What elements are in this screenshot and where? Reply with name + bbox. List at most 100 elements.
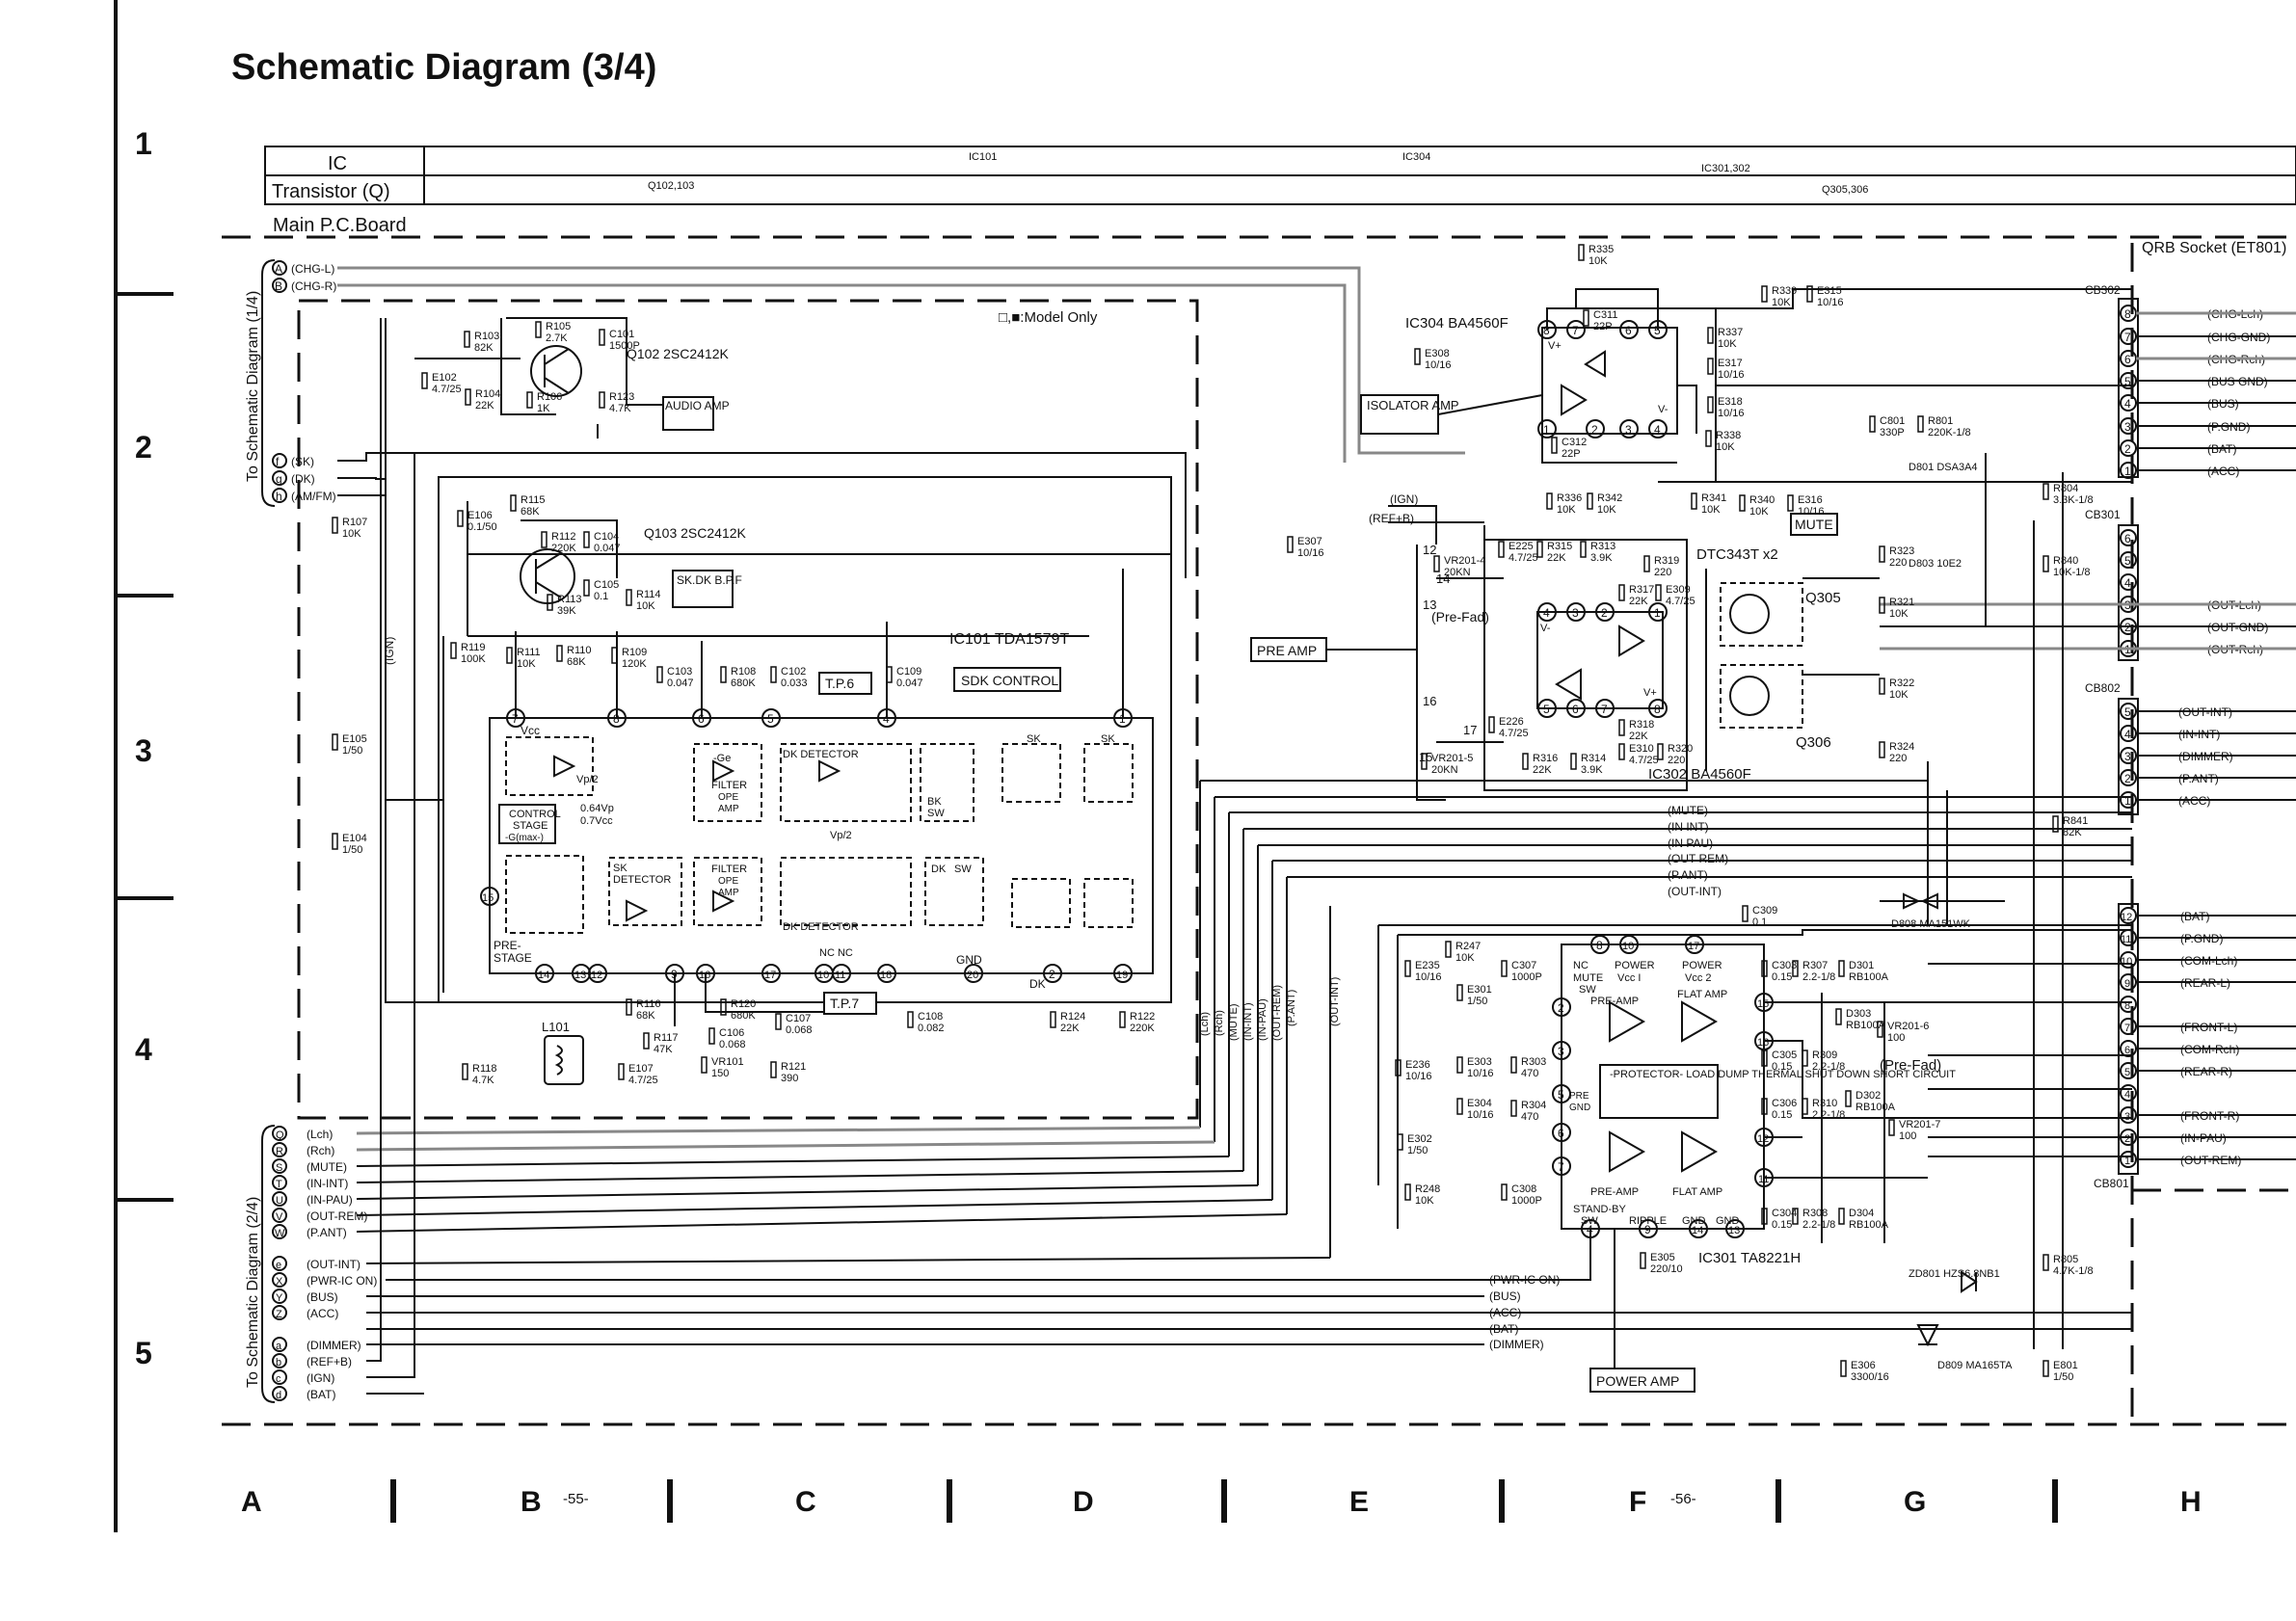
pin-X[interactable]: X(PWR-IC ON) (272, 1272, 377, 1288)
pin-B-label: (CHG-R) (291, 279, 336, 293)
svg-text:7: 7 (1572, 324, 1579, 337)
col-letter-h: H (2180, 1486, 2202, 1518)
cb302-pin-3-id: 3 (2124, 420, 2131, 434)
component-glyph-e316 (1787, 494, 1794, 512)
component-glyph-e235 (1404, 960, 1411, 977)
pin-f[interactable]: f(SK) (272, 453, 314, 468)
vbus-in-int: (IN-INT) (1242, 1002, 1254, 1041)
pin-V[interactable]: V(OUT-REM) (272, 1208, 367, 1223)
cb801-pin-12-id: 12 (2121, 912, 2132, 923)
component-glyph-r303 (1510, 1056, 1517, 1074)
component-glyph-c107 (775, 1013, 782, 1030)
pin-X-id: X (276, 1276, 283, 1288)
pin-A[interactable]: A(CHG-L) (272, 260, 334, 276)
svg-text:Vcc I: Vcc I (1617, 972, 1641, 984)
component-glyph-r840 (2042, 555, 2049, 572)
svg-text:4: 4 (1654, 423, 1661, 437)
pin-T[interactable]: T(IN-INT) (272, 1175, 348, 1190)
pin-V-id: V (276, 1211, 283, 1223)
board-outline (222, 235, 2296, 1426)
pin-b[interactable]: b(REF+B) (272, 1353, 352, 1369)
vbus-mute: (MUTE) (1228, 1004, 1240, 1042)
cb801-pin-4[interactable]: 4 (2120, 1084, 2137, 1102)
pin-d-label: (BAT) (307, 1388, 335, 1401)
cb801-pin-11-id: 11 (2121, 934, 2131, 945)
component-glyph-e225 (1498, 541, 1505, 558)
svg-text:Vcc 2: Vcc 2 (1685, 972, 1712, 984)
lbus-bus: (BUS) (1489, 1289, 1521, 1303)
pin-a[interactable]: a(DIMMER) (272, 1337, 361, 1352)
pin-Q[interactable]: Q(Lch) (272, 1126, 333, 1141)
component-glyph-r323 (1879, 545, 1885, 563)
mute-label: MUTE (1795, 517, 1833, 532)
board-label: Main P.C.Board (273, 215, 407, 236)
socket-label: QRB Socket (ET801) (2142, 240, 2286, 256)
pin-S-label: (MUTE) (307, 1160, 347, 1174)
svg-text:17: 17 (1688, 941, 1699, 952)
cb301-pin-5[interactable]: 5 (2120, 551, 2137, 569)
component-glyph-r324 (1879, 741, 1885, 758)
component-glyph-r316 (1522, 753, 1529, 770)
cb301-pin-6[interactable]: 6 (2120, 529, 2137, 546)
pin-B[interactable]: B(CHG-R) (272, 278, 336, 293)
pin-S[interactable]: S(MUTE) (272, 1158, 347, 1174)
pin-W[interactable]: W(P.ANT) (272, 1224, 347, 1239)
q103-section: SK.DK B.P.F (467, 501, 742, 636)
pin-c[interactable]: c(IGN) (272, 1369, 334, 1385)
cb801-pin-8[interactable]: 8 (2120, 996, 2137, 1013)
vertical-bus: (Lch) (Rch) (MUTE) (IN-INT) (IN-PAU) (OU… (1199, 781, 1341, 1258)
component-glyph-r105 (535, 321, 542, 338)
q305-q306 (1705, 569, 1880, 771)
cb302-pin-5-id: 5 (2124, 375, 2131, 388)
pin-Y[interactable]: Y(BUS) (272, 1289, 338, 1304)
cb301-name: CB301 (2085, 508, 2121, 521)
component-glyph-c103 (656, 666, 663, 683)
svg-text:PRE: PRE (1569, 1091, 1589, 1102)
pin-R[interactable]: R(Rch) (272, 1142, 334, 1157)
pin-d[interactable]: d(BAT) (272, 1386, 335, 1401)
pin-h[interactable]: h(AM/FM) (272, 488, 336, 503)
pin-g[interactable]: g(DK) (272, 470, 315, 486)
svg-text:17: 17 (1463, 723, 1477, 737)
cb301-pin-4[interactable]: 4 (2120, 573, 2137, 591)
component-glyph-r315 (1536, 541, 1543, 558)
component-glyph-r122 (1119, 1011, 1126, 1028)
svg-text:9: 9 (1644, 1223, 1651, 1236)
header-table: IC Transistor (Q) IC101 IC304 IC301,302 … (264, 146, 2296, 205)
component-glyph-r119 (450, 642, 457, 659)
pin-Z[interactable]: Z(ACC) (272, 1305, 338, 1320)
pin-U[interactable]: U(IN-PAU) (272, 1191, 353, 1207)
component-glyph-r109 (611, 647, 618, 664)
svg-text:7: 7 (1601, 703, 1608, 716)
svg-text:16: 16 (1757, 1037, 1769, 1049)
pin-A-label: (CHG-L) (291, 262, 334, 276)
pin-e[interactable]: e(OUT-INT) (272, 1256, 360, 1271)
header-q-entry-2: Q305,306 (1822, 184, 1868, 196)
component-glyph-r321 (1879, 597, 1885, 614)
svg-text:AMP: AMP (718, 888, 739, 898)
row-ruler: 1 2 3 4 5 (114, 0, 174, 1532)
component-glyph-r335 (1578, 244, 1585, 261)
pin-Q-label: (Lch) (307, 1128, 333, 1141)
component-glyph-r107 (332, 517, 338, 534)
